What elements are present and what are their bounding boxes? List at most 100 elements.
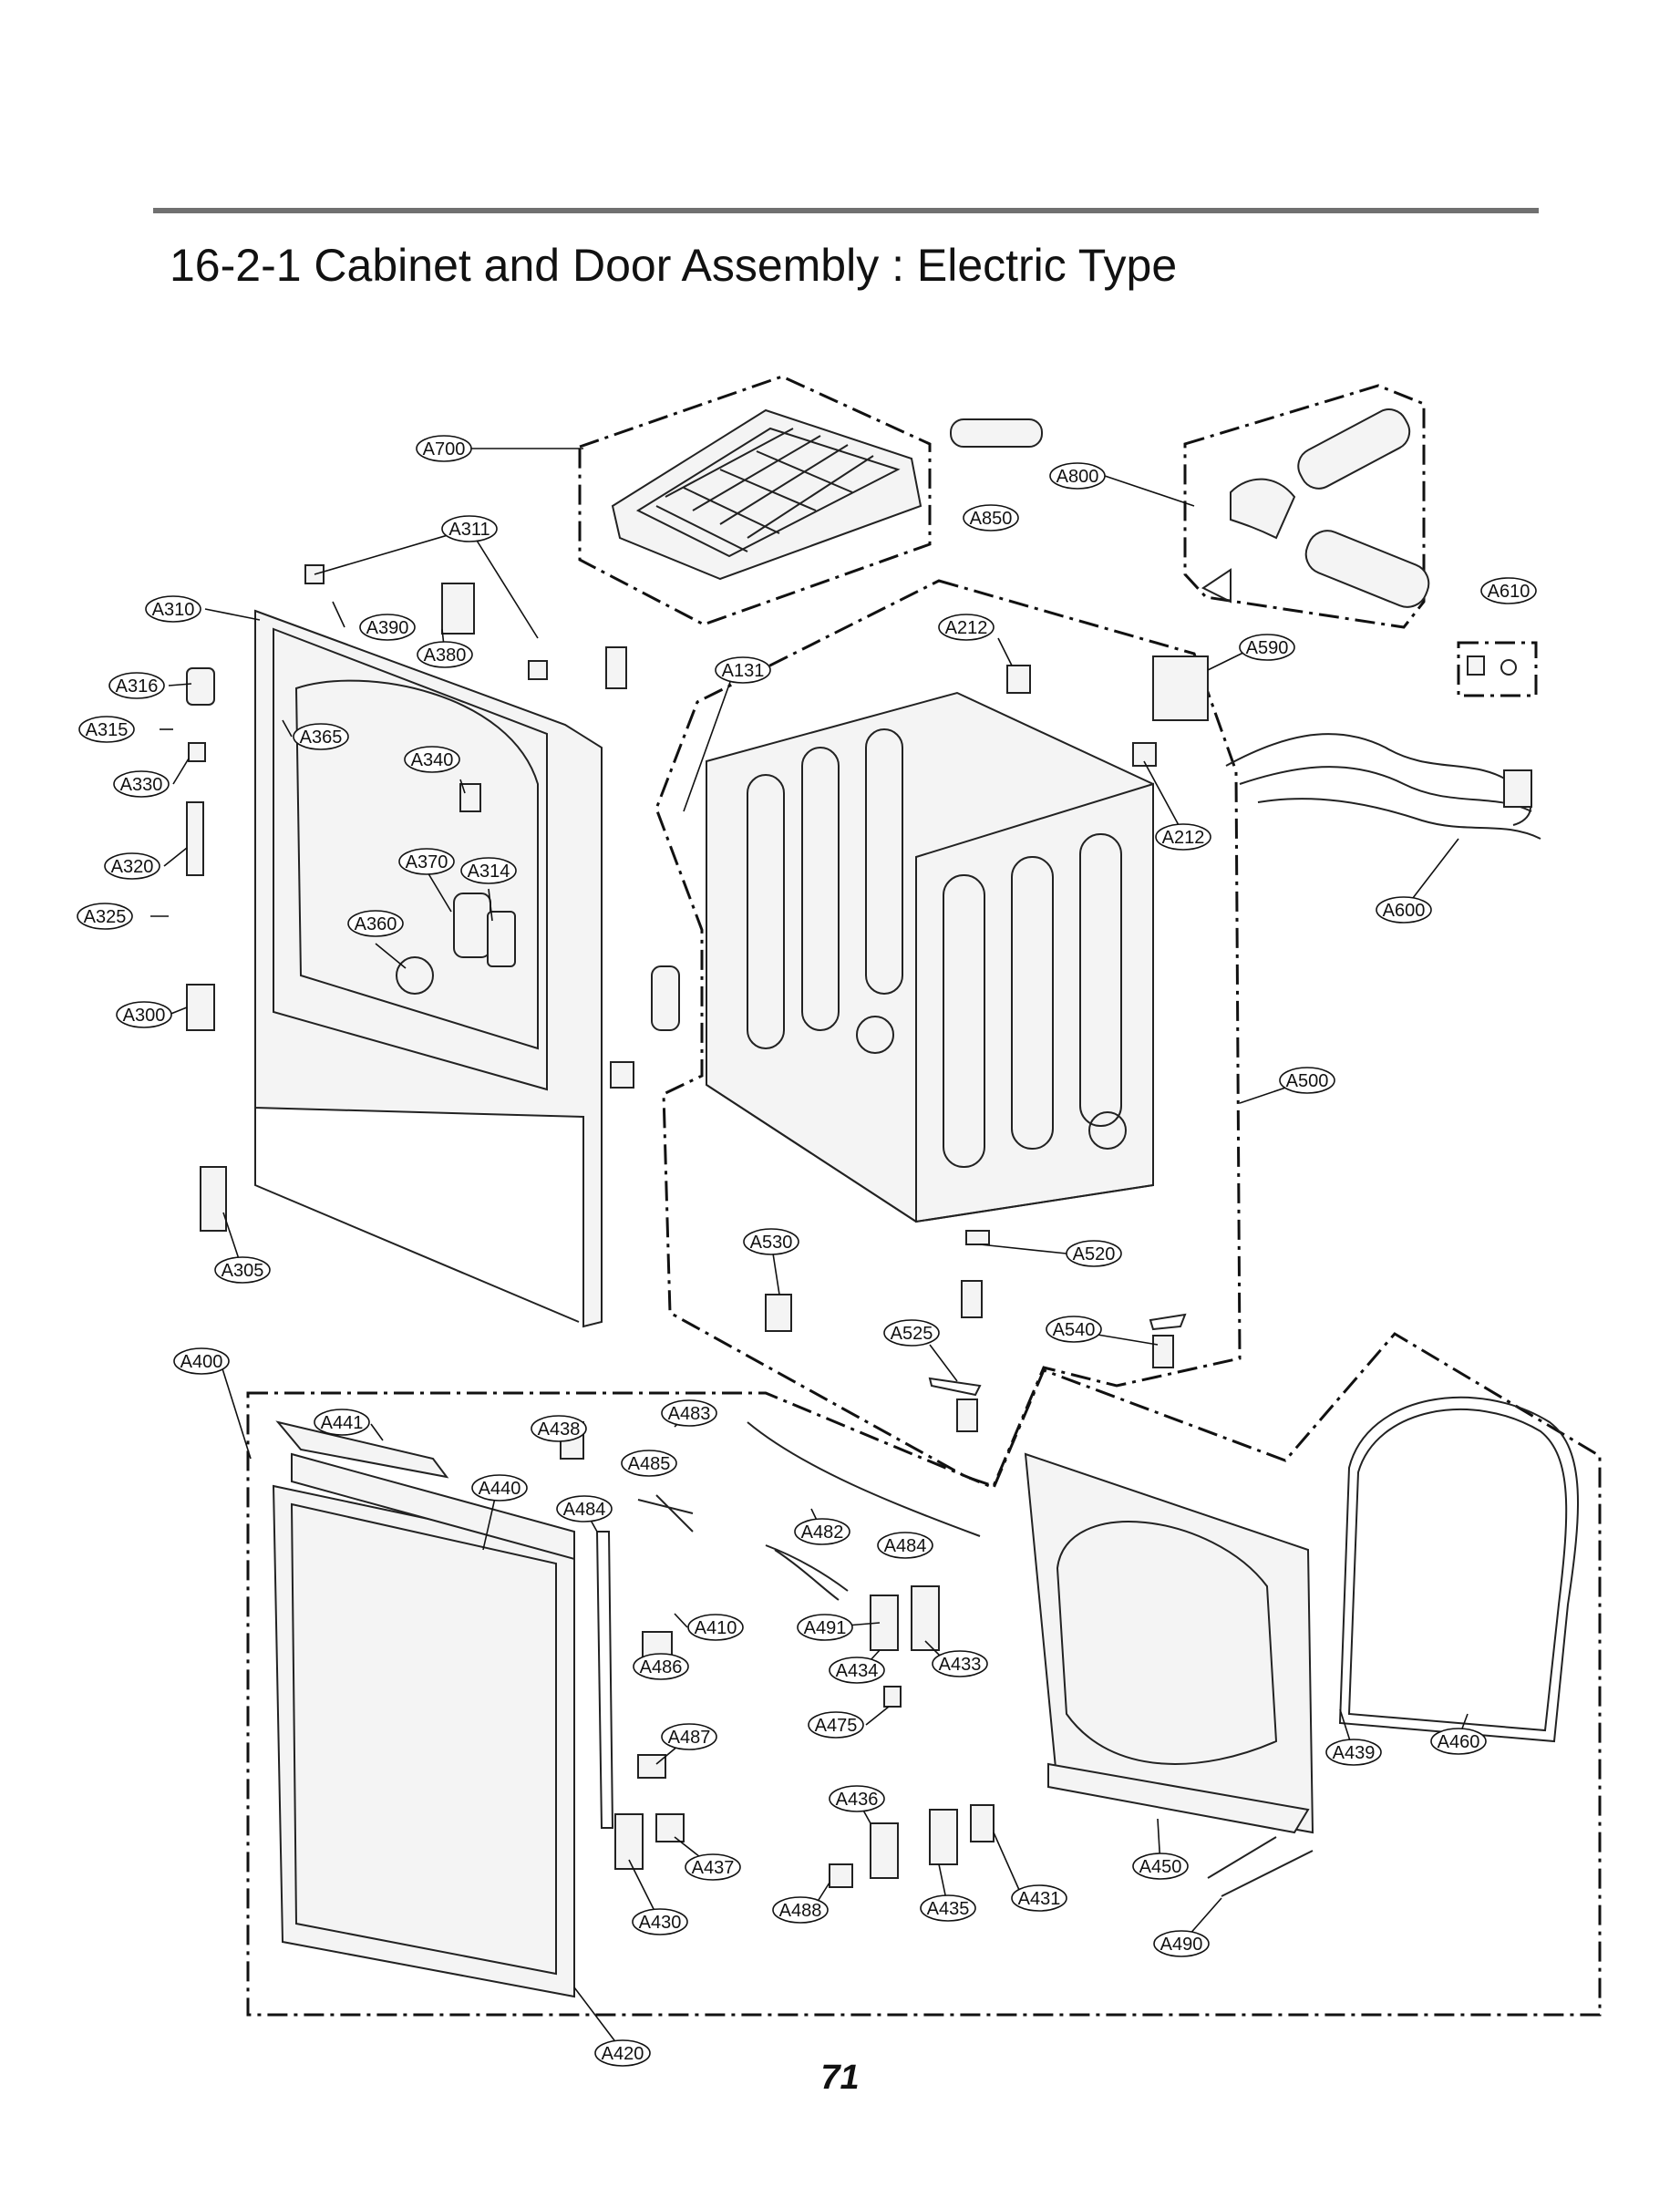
callout-oval	[1279, 1067, 1335, 1094]
callout-oval	[661, 1399, 717, 1427]
cabinet-front-panel	[254, 609, 603, 1328]
callout-oval	[1049, 462, 1106, 490]
callout-oval	[293, 723, 349, 750]
callout-a482: A482	[794, 1518, 850, 1545]
a610-group-boundary	[1457, 641, 1538, 697]
callout-a800: A800	[1049, 462, 1106, 490]
callout-a487: A487	[661, 1723, 717, 1750]
callout-a212: A212	[1155, 823, 1211, 851]
door-assembly	[272, 1420, 995, 1998]
callout-a316: A316	[108, 672, 165, 699]
callout-oval	[829, 1656, 885, 1684]
callout-label: A590	[1246, 638, 1289, 658]
callout-label: A430	[639, 1913, 682, 1933]
callout-label: A212	[1162, 828, 1205, 848]
callout-a590: A590	[1239, 634, 1295, 661]
cabinet-group-boundary	[654, 579, 1242, 1488]
callout-label: A482	[801, 1522, 844, 1543]
callout-label: A850	[970, 509, 1013, 529]
callout-oval	[808, 1711, 864, 1739]
callout-a400: A400	[173, 1347, 230, 1375]
callout-label: A530	[750, 1233, 793, 1253]
callout-label: A450	[1139, 1857, 1182, 1877]
callout-oval	[938, 614, 995, 641]
callout-oval	[1153, 1930, 1210, 1957]
callout-oval	[829, 1785, 885, 1812]
callout-oval	[1132, 1853, 1189, 1880]
callout-a325: A325	[77, 903, 133, 930]
top-cover-group-boundary	[578, 375, 932, 626]
callout-label: A365	[300, 728, 343, 748]
callout-oval	[145, 595, 201, 623]
callout-oval	[1376, 896, 1432, 924]
callout-label: A311	[448, 520, 490, 540]
callout-oval	[1325, 1739, 1382, 1766]
callout-a440: A440	[471, 1474, 528, 1502]
callout-oval	[932, 1650, 988, 1677]
callout-a610: A610	[1480, 577, 1537, 604]
cabinet-box	[706, 691, 1154, 1223]
callout-oval	[1480, 577, 1537, 604]
callout-a485: A485	[621, 1450, 677, 1477]
callout-label: A360	[355, 914, 397, 934]
callout-a311: A311	[441, 515, 498, 542]
callout-label: A486	[640, 1657, 683, 1677]
callout-oval	[633, 1653, 689, 1680]
callout-oval	[621, 1450, 677, 1477]
a212-part-top	[1006, 665, 1031, 694]
callout-label: A440	[479, 1479, 521, 1499]
callout-oval	[687, 1614, 744, 1641]
callout-oval	[594, 2039, 651, 2067]
callout-label: A314	[468, 862, 510, 882]
callout-a340: A340	[404, 746, 460, 773]
callout-a491: A491	[797, 1614, 853, 1641]
callout-label: A420	[602, 2044, 644, 2064]
callout-oval	[104, 852, 160, 880]
callout-label: A441	[321, 1413, 364, 1433]
callout-oval	[794, 1518, 850, 1545]
callout-oval	[347, 910, 404, 937]
callout-oval	[715, 656, 771, 684]
callout-label: A410	[695, 1618, 737, 1638]
callout-oval	[661, 1723, 717, 1750]
callout-label: A310	[152, 600, 195, 620]
callout-a475: A475	[808, 1711, 864, 1739]
callout-label: A520	[1073, 1244, 1116, 1264]
callout-oval	[441, 515, 498, 542]
callout-label: A300	[123, 1006, 166, 1026]
callout-oval	[214, 1256, 271, 1284]
callout-label: A340	[411, 750, 454, 770]
callout-labels: A700A850A800A610A311A310A390A380A316A315…	[77, 435, 1537, 2067]
left-small-parts	[186, 564, 680, 1232]
callout-a310: A310	[145, 595, 201, 623]
callout-a500: A500	[1279, 1067, 1335, 1094]
page-number: 71	[820, 2059, 860, 2097]
callout-oval	[1011, 1884, 1067, 1912]
callout-oval	[685, 1853, 741, 1881]
callout-a430: A430	[632, 1908, 688, 1935]
callout-label: A370	[406, 852, 448, 872]
callout-oval	[113, 770, 170, 798]
callout-a370: A370	[398, 848, 455, 875]
callout-label: A439	[1333, 1743, 1376, 1763]
callout-label: A460	[1438, 1732, 1480, 1752]
callout-oval	[772, 1896, 829, 1924]
callout-a450: A450	[1132, 1853, 1189, 1880]
top-cover-rack	[611, 408, 922, 581]
callout-label: A400	[180, 1352, 223, 1372]
a490-rods	[1207, 1836, 1314, 1897]
callout-label: A800	[1056, 467, 1099, 487]
callout-label: A500	[1286, 1071, 1329, 1091]
callout-a390: A390	[359, 614, 416, 641]
callout-label: A490	[1160, 1935, 1203, 1955]
callout-label: A436	[836, 1790, 879, 1810]
door-group-boundary	[246, 1332, 1602, 2017]
callout-label: A487	[668, 1728, 711, 1748]
callout-oval	[78, 716, 135, 743]
callout-label: A315	[86, 720, 129, 740]
callout-a435: A435	[920, 1894, 976, 1922]
callout-a365: A365	[293, 723, 349, 750]
page-title: 16-2-1 Cabinet and Door Assembly : Elect…	[170, 240, 1178, 291]
a610-part	[1467, 655, 1485, 676]
